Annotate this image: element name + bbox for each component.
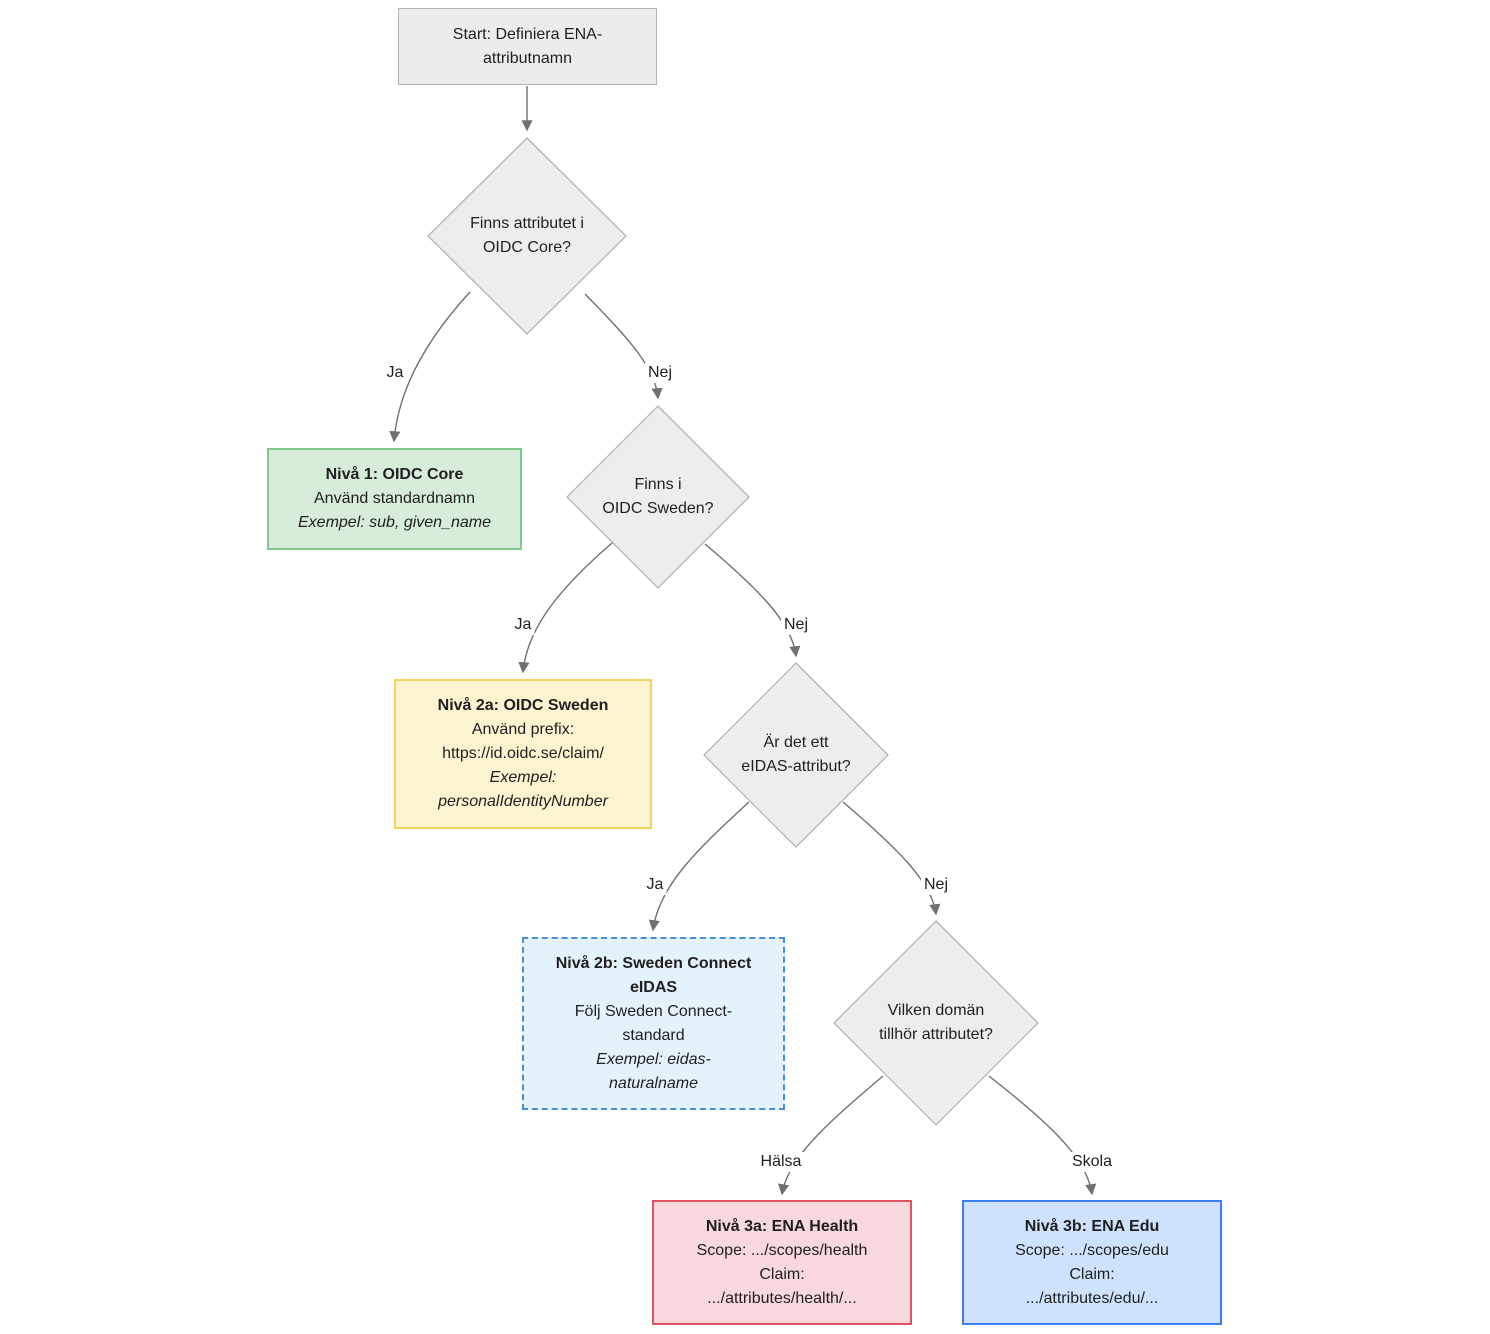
node-level3b-scope: Scope: .../scopes/edu: [1015, 1241, 1169, 1259]
edge-nej-to-decision-sweden: [584, 293, 663, 400]
edge-label-nej-2: Nej: [780, 615, 812, 635]
decision-line: OIDC Core?: [482, 239, 572, 256]
node-level3a-title: Nivå 3a: ENA Health: [705, 1217, 859, 1235]
node-level3a-ena-health: Nivå 3a: ENA Health Scope: .../scopes/he…: [652, 1200, 912, 1325]
node-level1-example: Exempel: sub, given_name: [298, 514, 491, 531]
node-level2a-title: Nivå 2a: OIDC Sweden: [437, 697, 609, 714]
decision-domain-text: Vilken domän tillhör attributet?: [833, 920, 1039, 1126]
edge-label-halsa: Hälsa: [757, 1152, 805, 1172]
diamond-shape: [703, 662, 889, 848]
edge-nej-to-decision-eidas: [704, 543, 801, 658]
edge-nej-to-decision-domain: [842, 801, 941, 916]
node-level2b-line4: standard: [622, 1026, 685, 1044]
node-level1-title: Nivå 1: OIDC Core: [325, 466, 464, 483]
node-level2a-example-label: Exempel:: [489, 769, 557, 786]
edge-label-ja-3: Ja: [643, 875, 667, 895]
edge-label-nej-3: Nej: [920, 875, 952, 895]
node-level2a-line3: https://id.oidc.se/claim/: [442, 745, 604, 762]
decision-oidc-sweden: Finns i OIDC Sweden?: [566, 405, 750, 589]
node-start-line1: Start: Definiera ENA-: [452, 25, 603, 43]
decision-eidas: Är det ett eIDAS-attribut?: [703, 662, 889, 848]
edge-halsa-to-level3a: [778, 1075, 884, 1196]
edge-ja-to-level2a: [518, 542, 613, 674]
edge-skola-to-level3b: [988, 1075, 1097, 1196]
decision-line: tillhör attributet?: [879, 1026, 993, 1043]
node-level2b-example-line1: Exempel: eidas-: [596, 1050, 711, 1068]
node-level2a-oidc-sweden: Nivå 2a: OIDC Sweden Använd prefix: http…: [394, 679, 652, 829]
diamond-shape: [427, 137, 627, 335]
decision-line: Finns attributet i: [470, 215, 584, 232]
decision-line: Är det ett: [763, 734, 829, 751]
edge-label-ja-2: Ja: [511, 615, 535, 635]
node-level3a-scope: Scope: .../scopes/health: [696, 1241, 868, 1259]
node-level2b-sweden-connect-eidas: Nivå 2b: Sweden Connect eIDAS Följ Swede…: [522, 937, 785, 1110]
node-level1-oidc-core: Nivå 1: OIDC Core Använd standardnamn Ex…: [267, 448, 522, 550]
decision-line: OIDC Sweden?: [602, 500, 714, 517]
decision-oidc-core: Finns attributet i OIDC Core?: [427, 137, 627, 335]
node-level2b-title-line1: Nivå 2b: Sweden Connect: [555, 954, 752, 972]
edge-ja-to-level2b: [648, 801, 750, 932]
edge-label-ja-1: Ja: [383, 363, 407, 383]
decision-eidas-text: Är det ett eIDAS-attribut?: [703, 662, 889, 848]
diamond-shape: [833, 920, 1039, 1126]
node-level2b-title-line2: eIDAS: [629, 978, 678, 996]
node-level2b-line3: Följ Sweden Connect-: [574, 1002, 733, 1020]
diamond-shape: [566, 405, 750, 589]
decision-domain: Vilken domän tillhör attributet?: [833, 920, 1039, 1126]
node-start: Start: Definiera ENA- attributnamn: [398, 8, 657, 85]
decision-oidc-core-text: Finns attributet i OIDC Core?: [427, 137, 627, 335]
node-level3b-title: Nivå 3b: ENA Edu: [1024, 1217, 1160, 1235]
node-level3a-claim-label: Claim:: [759, 1265, 805, 1283]
node-level3a-claim-value: .../attributes/health/...: [707, 1289, 857, 1307]
decision-line: Finns i: [634, 476, 682, 493]
node-level3b-claim-label: Claim:: [1069, 1265, 1115, 1283]
decision-line: Vilken domän: [887, 1002, 985, 1019]
decision-oidc-sweden-text: Finns i OIDC Sweden?: [566, 405, 750, 589]
edge-ja-to-level1: [389, 291, 471, 443]
edge-label-skola: Skola: [1068, 1152, 1116, 1172]
node-level2a-line2: Använd prefix:: [471, 721, 575, 738]
node-start-line2: attributnamn: [483, 49, 572, 67]
node-level2a-example-value: personalIdentityNumber: [438, 793, 608, 810]
edge-label-nej-1: Nej: [644, 363, 676, 383]
node-level1-line2: Använd standardnamn: [314, 490, 475, 507]
node-level3b-claim-value: .../attributes/edu/...: [1025, 1289, 1159, 1307]
decision-line: eIDAS-attribut?: [741, 758, 851, 775]
node-level3b-ena-edu: Nivå 3b: ENA Edu Scope: .../scopes/edu C…: [962, 1200, 1222, 1325]
node-level2b-example-line2: naturalname: [609, 1074, 698, 1092]
